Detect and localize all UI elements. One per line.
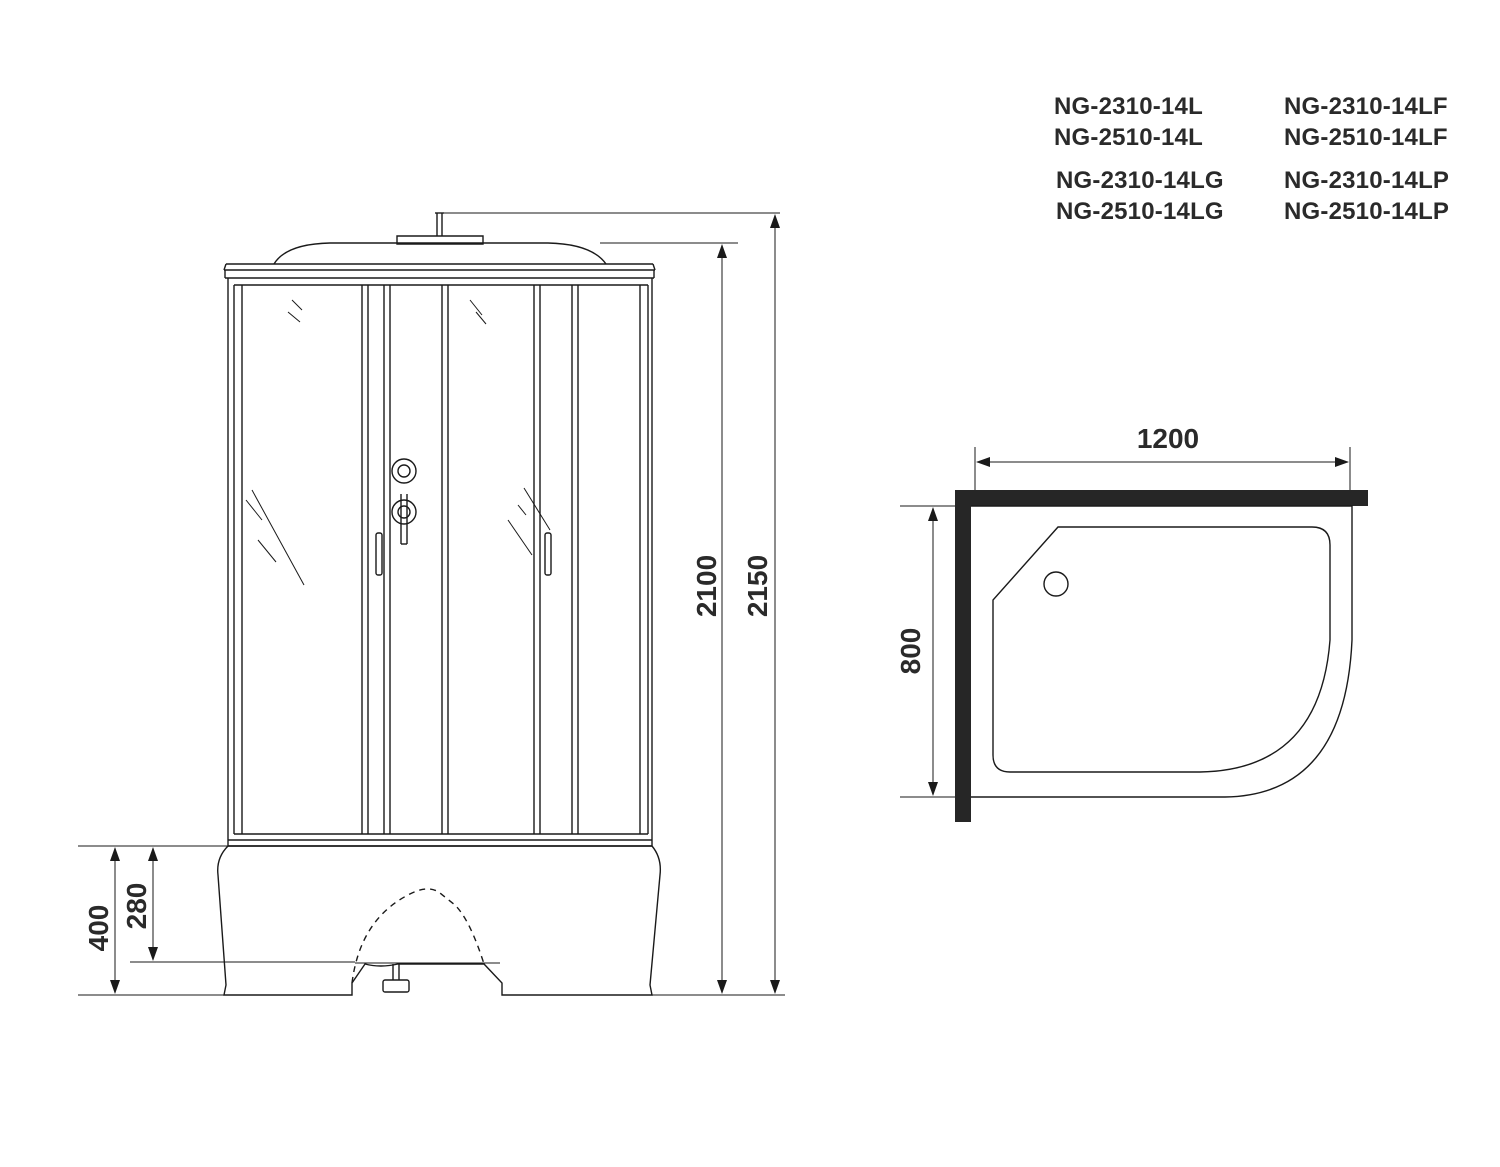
dim-height-cabin: 2100 bbox=[691, 555, 722, 617]
drain-icon bbox=[1043, 571, 1069, 597]
door-handles bbox=[375, 532, 552, 576]
door-panels bbox=[361, 285, 579, 834]
side-wall bbox=[955, 490, 971, 822]
model-code: NG-2310-14LF bbox=[1284, 93, 1448, 120]
model-code: NG-2510-14LG bbox=[1056, 198, 1224, 225]
tray-top-view bbox=[955, 490, 1368, 822]
dim-tray-step: 280 bbox=[121, 883, 152, 930]
cabin-front-view bbox=[217, 212, 662, 996]
back-wall bbox=[955, 490, 1368, 506]
model-code: NG-2510-14L bbox=[1054, 124, 1203, 151]
model-code: NG-2310-14L bbox=[1054, 93, 1203, 120]
model-code: NG-2310-14LP bbox=[1284, 167, 1450, 194]
mixer-controls bbox=[391, 458, 417, 545]
drain-foot bbox=[382, 964, 410, 993]
dim-depth: 800 bbox=[895, 628, 926, 675]
dim-tray-height: 400 bbox=[83, 905, 114, 952]
model-code: NG-2510-14LP bbox=[1284, 198, 1450, 225]
dim-width: 1200 bbox=[1137, 423, 1199, 454]
plan-dimensions bbox=[900, 447, 1351, 798]
glass-reflections bbox=[245, 299, 551, 586]
model-code: NG-2510-14LF bbox=[1284, 124, 1448, 151]
shower-pipe bbox=[435, 212, 444, 236]
front-dimensions bbox=[78, 212, 785, 996]
cabin-roof bbox=[223, 235, 656, 279]
dim-height-total: 2150 bbox=[742, 555, 773, 617]
model-code: NG-2310-14LG bbox=[1056, 167, 1224, 194]
shower-tray bbox=[217, 845, 662, 996]
